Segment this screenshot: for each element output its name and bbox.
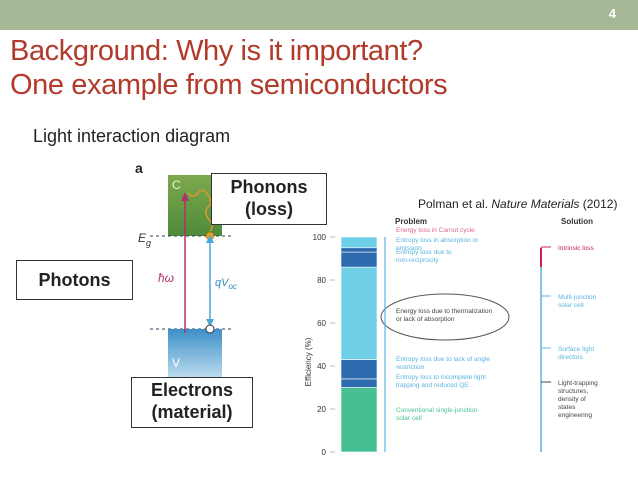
y-axis-label: Efficiency (%) xyxy=(304,337,313,386)
problem-header: Problem xyxy=(395,217,427,226)
panel-label: a xyxy=(135,160,143,176)
solution-label: Intrinsic loss xyxy=(558,245,595,252)
gap-label: Eg xyxy=(138,231,151,248)
phonons-callout: Phonons (loss) xyxy=(211,173,327,225)
efficiency-chart: Problem Solution Efficiency (%) 0 20 40 60 8… xyxy=(304,217,598,457)
citation: Polman et al. Nature Materials (2012) xyxy=(418,197,618,211)
hole xyxy=(205,324,215,334)
title-line-2: One example from semiconductors xyxy=(10,69,448,101)
bar-segment xyxy=(340,251,378,268)
y-tick-label: 20 xyxy=(317,405,326,414)
bar-segment xyxy=(340,359,378,380)
highlight-ellipse xyxy=(380,293,510,341)
y-tick-label: 100 xyxy=(313,233,327,242)
title-line-1: Background: Why is it important? xyxy=(10,35,423,67)
voltage-label: qVoc xyxy=(215,277,237,291)
phonon-wave xyxy=(187,189,213,232)
slide-title: Background: Why is it important? One exa… xyxy=(10,34,448,102)
electrons-callout: Electrons (material) xyxy=(131,377,253,428)
segment-label: Energy loss in Carnot cycle xyxy=(396,227,475,234)
photons-callout: Photons xyxy=(16,260,133,300)
bar-segment xyxy=(340,266,378,360)
slide-subtitle: Light interaction diagram xyxy=(33,126,231,146)
photon-energy-label: ħω xyxy=(158,271,174,285)
bar-segment xyxy=(340,378,378,388)
valence-label: V xyxy=(172,356,180,370)
band-diagram: a C V Eg ħω qVoc xyxy=(135,160,237,389)
solution-header: Solution xyxy=(561,217,593,226)
y-tick-label: 40 xyxy=(317,362,326,371)
top-bar: 4 xyxy=(0,0,638,30)
bar-segment xyxy=(340,387,378,453)
y-tick-label: 60 xyxy=(317,319,326,328)
slide-number: 4 xyxy=(608,6,616,21)
conduction-label: C xyxy=(172,178,181,192)
bar-segment xyxy=(340,247,378,253)
y-tick-label: 0 xyxy=(322,448,327,457)
bar-segment xyxy=(340,236,378,249)
y-tick-label: 80 xyxy=(317,276,326,285)
